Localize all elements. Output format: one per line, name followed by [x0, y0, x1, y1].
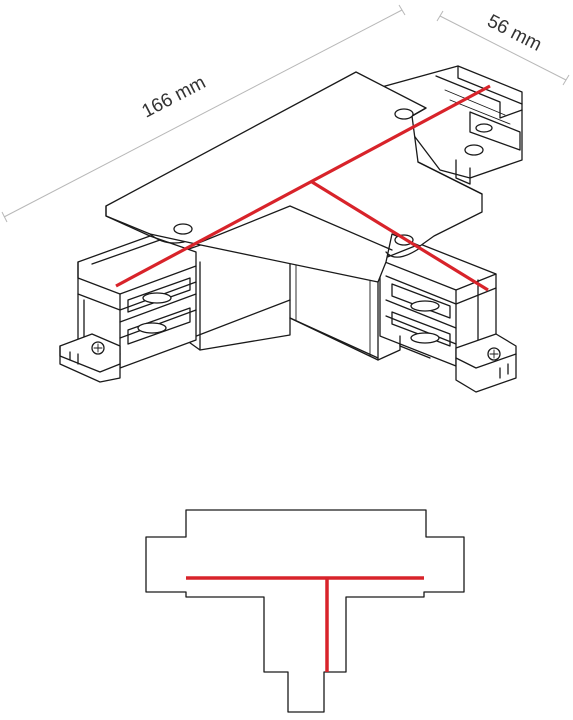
rear-track-section — [377, 65, 523, 185]
width-label: 56 mm — [484, 11, 545, 56]
top-view-outline — [145, 509, 465, 713]
conductor-branch-iso — [311, 180, 489, 292]
right-track-section — [379, 243, 517, 393]
isometric-connector — [59, 65, 523, 393]
top-view-schematic — [145, 509, 465, 713]
left-track-section — [59, 235, 197, 383]
conductor-lines-iso — [115, 84, 491, 292]
length-label: 166 mm — [139, 72, 210, 122]
conductor-main-iso — [115, 84, 491, 288]
